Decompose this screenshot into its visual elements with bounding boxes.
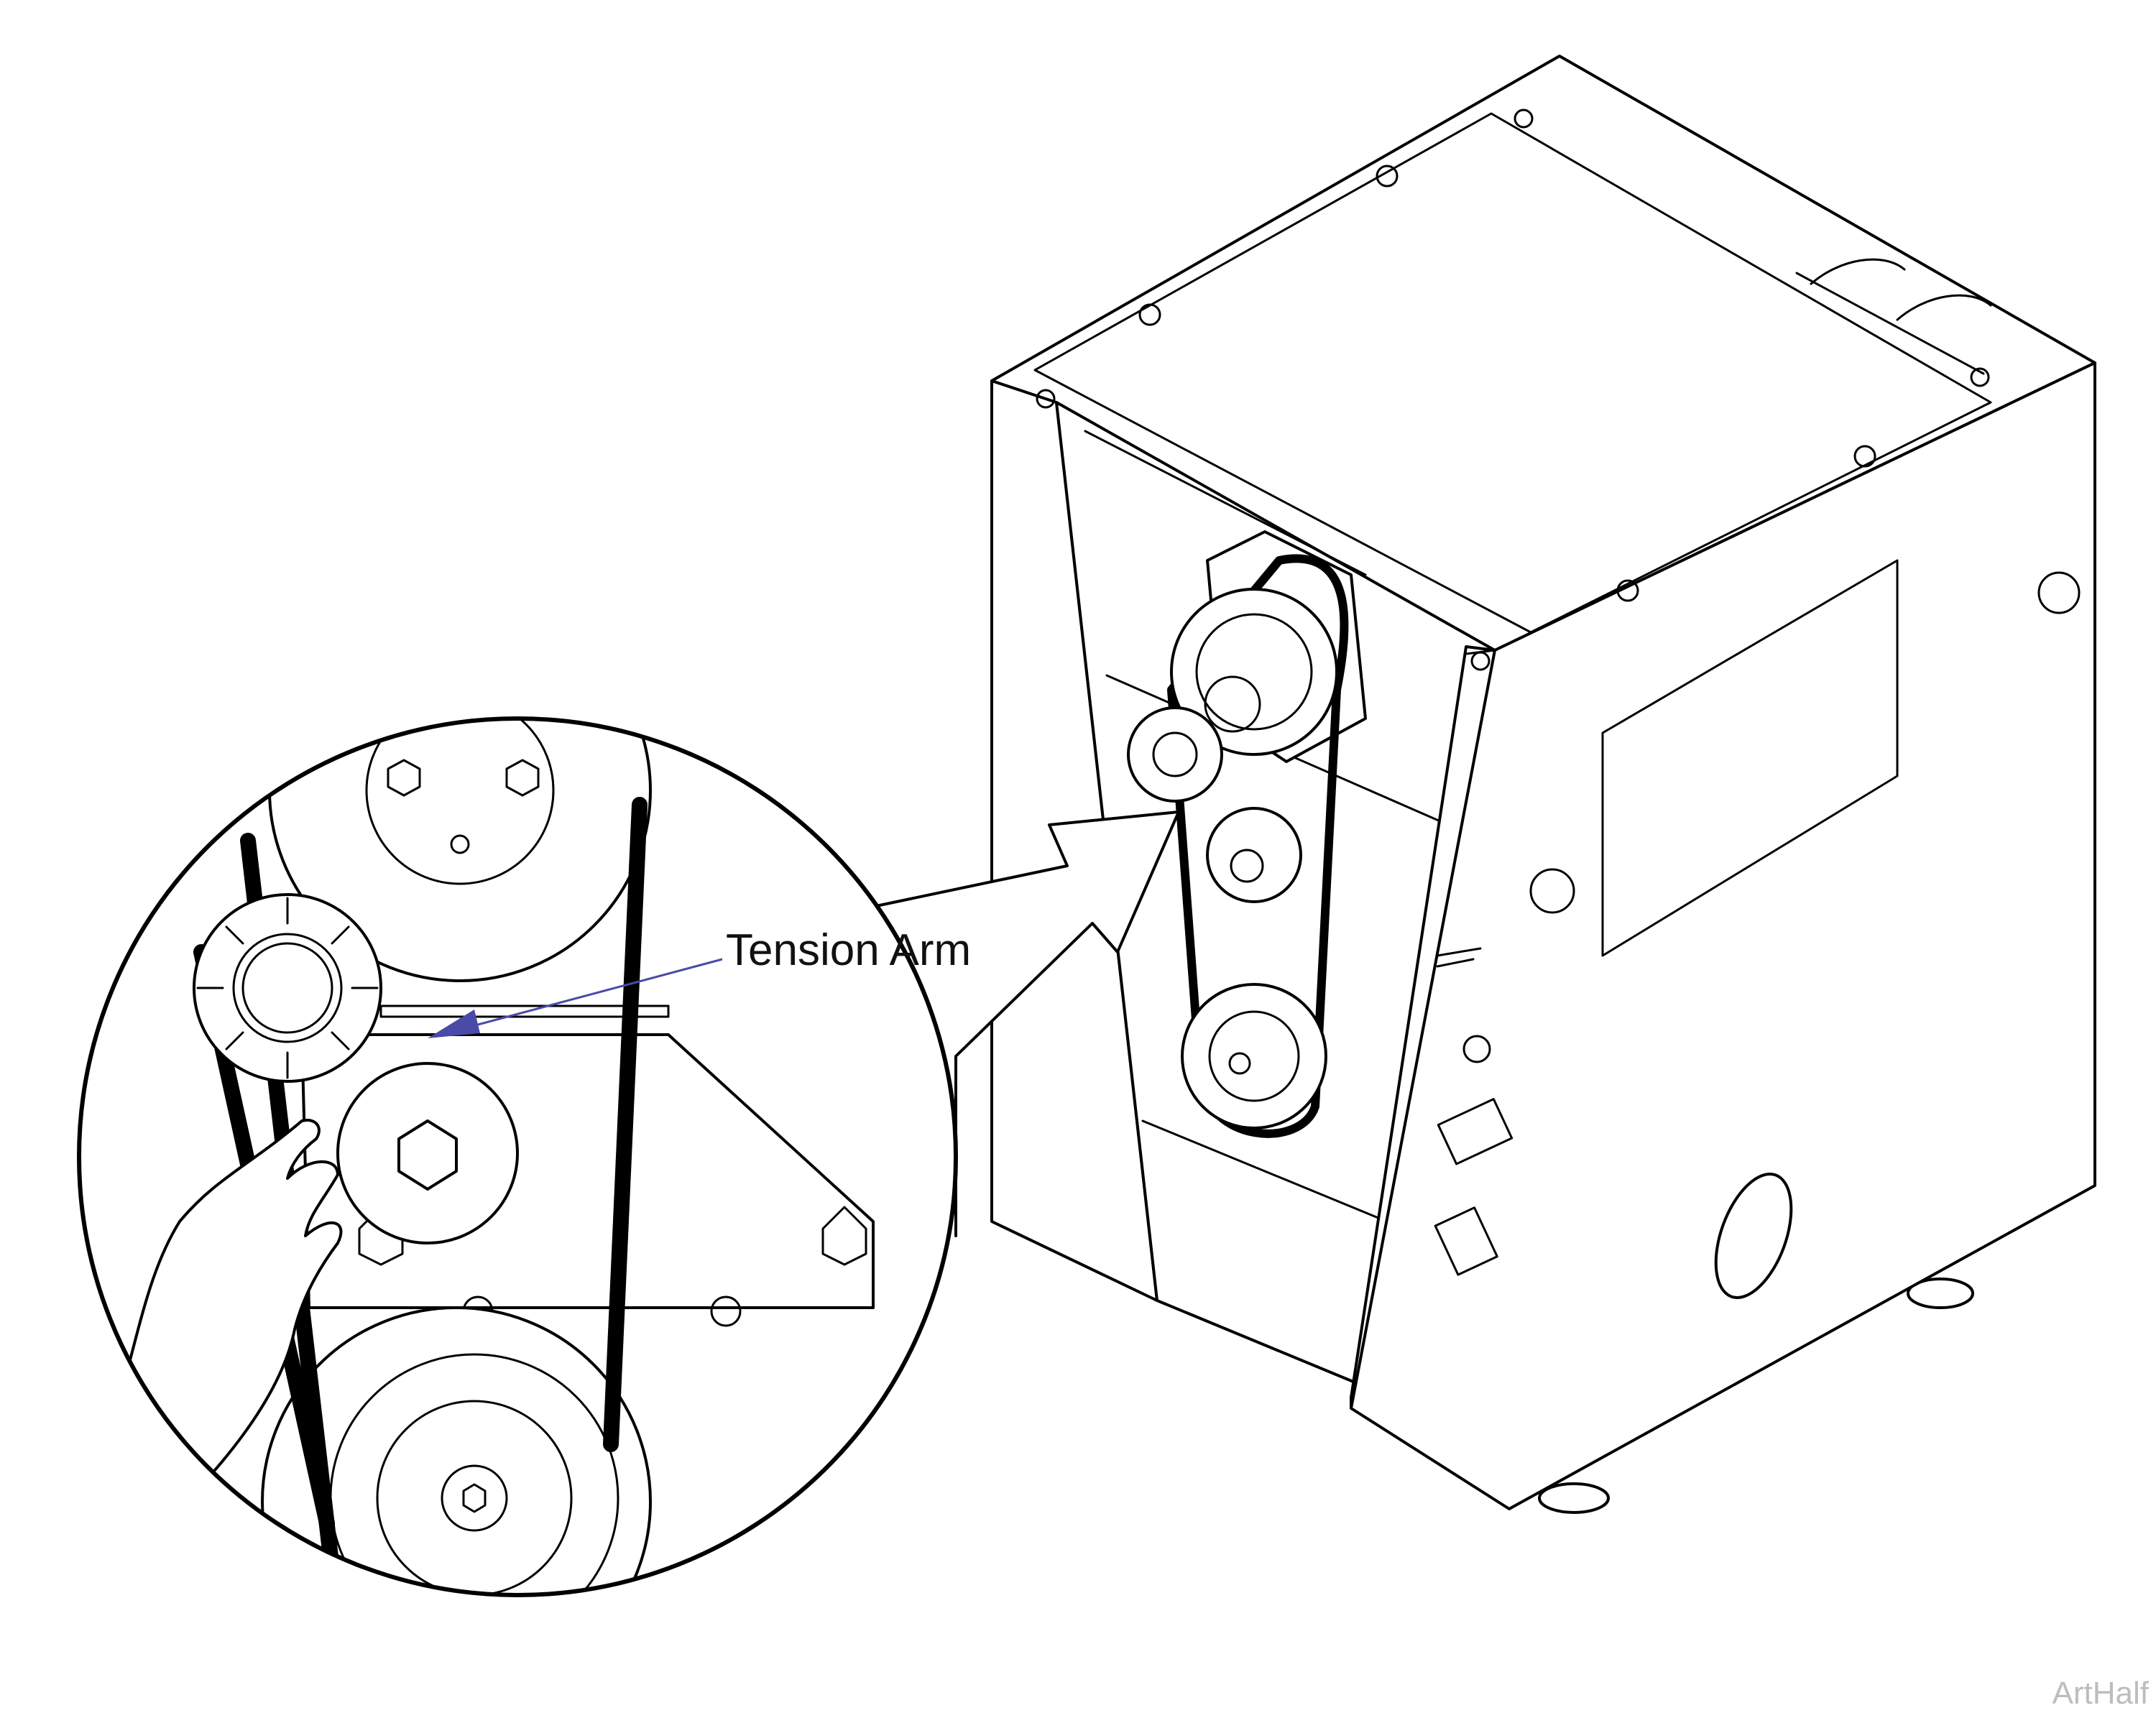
motor-pulley-groove bbox=[1195, 613, 1313, 731]
detail-belt-right bbox=[603, 797, 648, 1452]
tension-arm-label: Tension Arm bbox=[726, 925, 972, 975]
bolt-icon bbox=[1853, 445, 1876, 468]
detail-idler-spokes bbox=[196, 897, 379, 1079]
top-edge-groove bbox=[1795, 272, 1985, 375]
cabinet-top-cover bbox=[1033, 112, 1992, 634]
bolt-icon bbox=[1970, 367, 1990, 387]
cabinet-foot-right bbox=[1907, 1278, 1974, 1309]
power-inlet bbox=[1434, 1206, 1498, 1276]
detail-hex-bolt bbox=[821, 1206, 867, 1266]
detail-idler-hub-outer bbox=[232, 933, 343, 1043]
tension-arm-leader bbox=[428, 958, 723, 1038]
recess-upper-shelf bbox=[1084, 430, 1367, 576]
wire-harness bbox=[1436, 947, 1482, 968]
bolt-icon bbox=[1376, 165, 1399, 188]
bolt-icon bbox=[1036, 389, 1056, 409]
detail-magnifier bbox=[77, 716, 958, 1597]
driven-pulley-groove bbox=[1208, 1010, 1300, 1102]
bolt-icon bbox=[1514, 108, 1534, 129]
detail-tension-arm bbox=[379, 1004, 670, 1018]
bolt-icon bbox=[1138, 303, 1161, 326]
cabinet-right-panel bbox=[1350, 361, 2096, 1510]
tension-arm-pulley-small bbox=[1206, 807, 1302, 903]
tension-arm-bolt-small bbox=[1230, 849, 1264, 883]
detail-tension-bolt bbox=[397, 1119, 458, 1191]
side-access-panel bbox=[1601, 559, 1899, 957]
recess-lower-shelf bbox=[1141, 1119, 1388, 1223]
detail-hex-bolt bbox=[505, 759, 540, 797]
detail-motor-pulley-hub bbox=[365, 719, 555, 885]
watermark: ArtHalf bbox=[2052, 1676, 2149, 1711]
rear-handle-left bbox=[1810, 258, 1906, 285]
detail-driven-pulley-nut bbox=[462, 1483, 487, 1513]
detail-driven-pulley-groove bbox=[376, 1400, 573, 1595]
detail-idler-hub-inner bbox=[241, 942, 333, 1034]
machine-cabinet bbox=[990, 55, 2096, 1514]
detail-driven-pulley-rim bbox=[261, 1306, 652, 1595]
side-vent-cutout bbox=[1714, 1173, 1793, 1299]
idler-pulley-small bbox=[1127, 706, 1223, 803]
rear-handle-right bbox=[1896, 294, 1992, 321]
side-hole-upper bbox=[2037, 571, 2081, 614]
driven-pulley-hub bbox=[1228, 1052, 1251, 1075]
detail-pulley-pin bbox=[450, 834, 470, 854]
detail-hex-bolt bbox=[387, 759, 421, 797]
detail-nut bbox=[710, 1295, 742, 1327]
leader-arrowhead bbox=[428, 1010, 480, 1038]
side-hole-lower bbox=[1529, 868, 1575, 914]
driven-pulley-small bbox=[1181, 983, 1327, 1130]
cabinet-foot-front bbox=[1538, 1482, 1610, 1514]
detail-magnifier-border bbox=[77, 716, 958, 1597]
motor-pulley-hub bbox=[1204, 675, 1261, 733]
idler-pulley-hub bbox=[1152, 731, 1198, 777]
bolt-icon bbox=[1470, 651, 1491, 671]
bolt-icon bbox=[1616, 579, 1639, 602]
detail-driven-pulley-hub bbox=[441, 1464, 508, 1532]
leader-line bbox=[466, 958, 723, 1029]
knob-icon bbox=[1462, 1035, 1491, 1063]
power-switch bbox=[1437, 1098, 1514, 1165]
